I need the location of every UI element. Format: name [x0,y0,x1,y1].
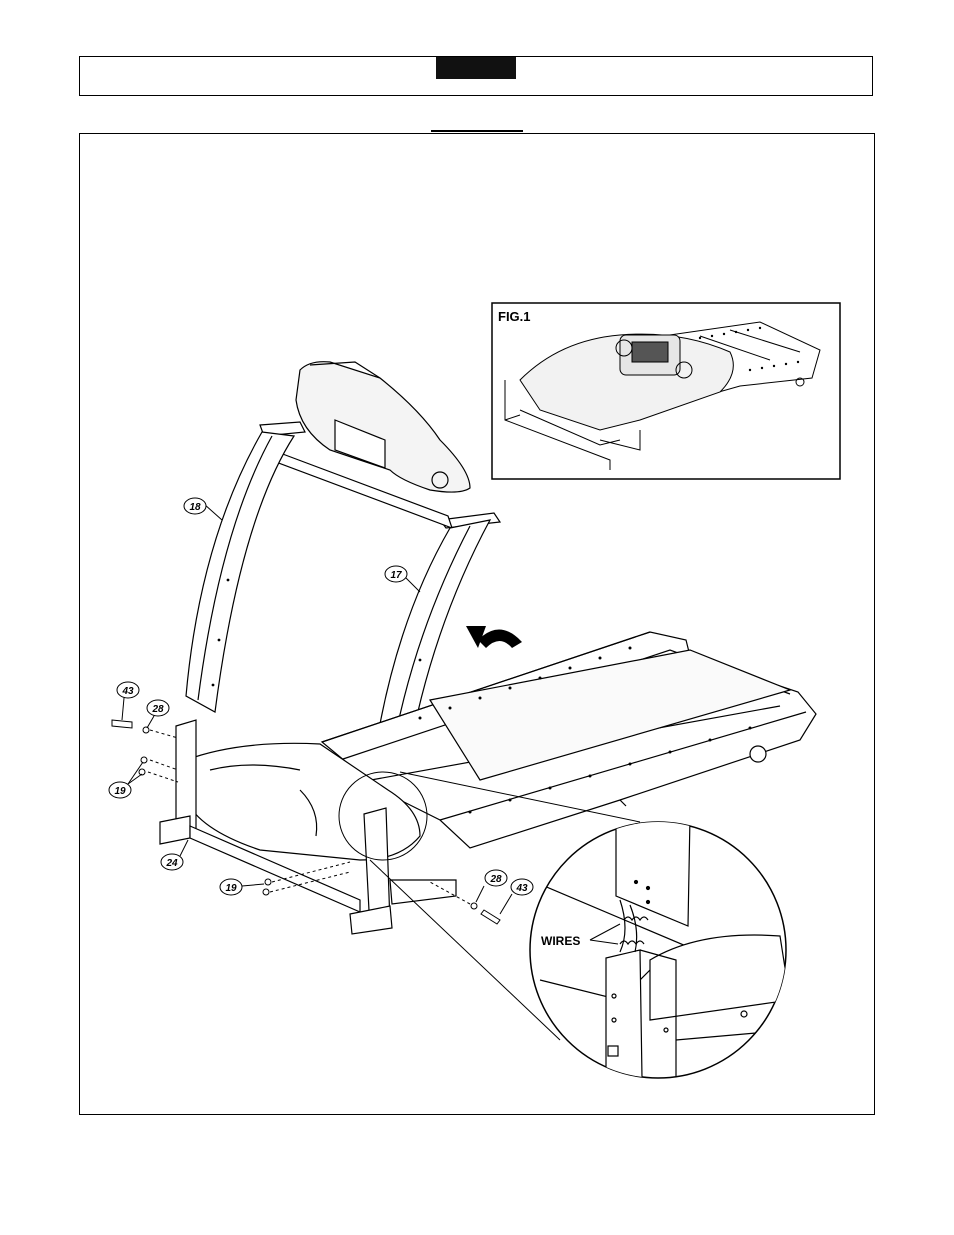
fig1-label: FIG.1 [498,309,531,324]
svg-text:28: 28 [489,874,502,885]
upright-18 [186,432,294,712]
wires-label: WIRES [541,934,580,948]
svg-text:28: 28 [151,704,164,715]
callout-43-right: 43 [500,879,533,914]
console [260,362,500,528]
callout-24: 24 [161,840,188,870]
callout-28-right: 28 [476,870,507,902]
wires-detail-magnified: WIRES [530,816,790,1078]
svg-text:19: 19 [225,883,237,894]
callout-43-left: 43 [117,682,139,720]
svg-text:24: 24 [165,858,178,869]
fig1-inset: FIG.1 [492,303,840,479]
callout-18: 18 [184,498,222,520]
svg-text:17: 17 [390,570,402,581]
svg-text:19: 19 [114,786,126,797]
callout-28-left: 28 [147,700,169,728]
callout-17: 17 [385,566,420,592]
svg-text:18: 18 [189,502,201,513]
callout-19-left: 19 [109,762,143,798]
svg-text:43: 43 [121,686,134,697]
svg-text:43: 43 [515,883,528,894]
callout-19-bottom: 19 [220,879,264,895]
rotate-arrow [466,626,522,648]
